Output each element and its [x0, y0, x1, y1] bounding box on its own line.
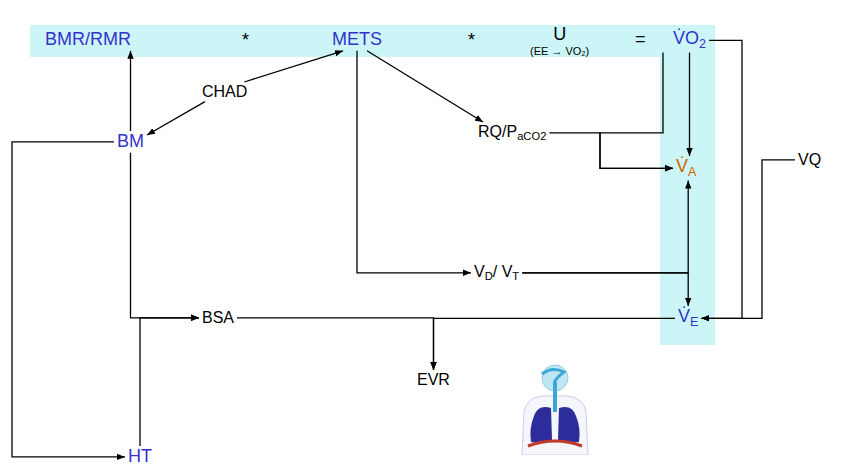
arrow-connector	[689, 53, 690, 156]
diaphragm	[528, 441, 582, 446]
term-node: HT	[126, 447, 154, 467]
term-text: HT	[128, 446, 152, 466]
arrow-connector	[701, 40, 742, 318]
term-node: BM	[115, 132, 146, 152]
term-text: / V	[493, 263, 513, 280]
term-text: (EE → VO₂)	[530, 45, 589, 57]
term-text: D	[485, 270, 493, 282]
term-node: VQ	[796, 151, 823, 169]
term-node: CHAD	[200, 83, 249, 101]
arrow-connector	[357, 51, 471, 273]
term-node: BMR/RMR	[43, 30, 133, 50]
arrow-connector	[130, 51, 131, 131]
term-text: VQ	[798, 151, 821, 168]
arrow-connector	[701, 160, 795, 318]
term-text: V̇	[678, 306, 690, 326]
term-node: EVR	[415, 371, 452, 389]
ventilation-column	[660, 25, 715, 345]
equation-band	[30, 25, 715, 57]
term-text: T	[512, 270, 519, 282]
term-text: METS	[332, 29, 382, 49]
term-text: V̇O	[673, 28, 699, 48]
term-node: U(EE → VO₂)	[528, 25, 591, 57]
arrow-connector	[522, 181, 688, 273]
arrow-connector	[147, 102, 205, 135]
term-text: U	[553, 24, 566, 44]
term-text: BM	[117, 131, 144, 151]
term-node: METS	[330, 30, 384, 50]
term-text: EVR	[417, 371, 450, 388]
operator-symbol: =	[635, 30, 646, 50]
trachea	[553, 382, 557, 412]
arrow-connector	[140, 318, 199, 446]
arrow-connector	[549, 133, 673, 169]
term-text: V	[474, 263, 485, 280]
arrow-connector	[367, 51, 483, 122]
term-text: aCO2	[517, 130, 546, 142]
term-node: RQ/PaCO2	[476, 123, 548, 143]
term-text: E	[690, 315, 698, 329]
term-text: A	[688, 165, 696, 179]
operator-symbol: *	[242, 31, 249, 51]
term-text: BSA	[202, 309, 234, 326]
term-node: VD/ VT	[472, 263, 521, 283]
term-node: V̇E	[676, 307, 700, 330]
term-text: 2	[699, 37, 706, 51]
left-lung	[530, 407, 552, 443]
term-node: V̇O2	[671, 29, 708, 52]
lungs-illustration	[512, 360, 602, 455]
term-text: RQ/P	[478, 123, 517, 140]
arrow-connector	[131, 153, 200, 318]
term-text: V̇	[676, 156, 688, 176]
term-node: BSA	[200, 309, 236, 327]
arrow-connector	[237, 318, 434, 370]
arrow-connector	[244, 51, 343, 82]
arrow-connector	[522, 273, 688, 306]
arrow-connector	[600, 53, 673, 169]
term-text: BMR/RMR	[45, 29, 131, 49]
arrow-connector	[12, 142, 125, 457]
arrow-connector	[434, 318, 676, 370]
term-text: CHAD	[202, 83, 247, 100]
right-lung	[558, 407, 580, 443]
airway	[542, 369, 564, 382]
operator-symbol: *	[468, 31, 475, 51]
term-node: V̇A	[674, 157, 698, 180]
